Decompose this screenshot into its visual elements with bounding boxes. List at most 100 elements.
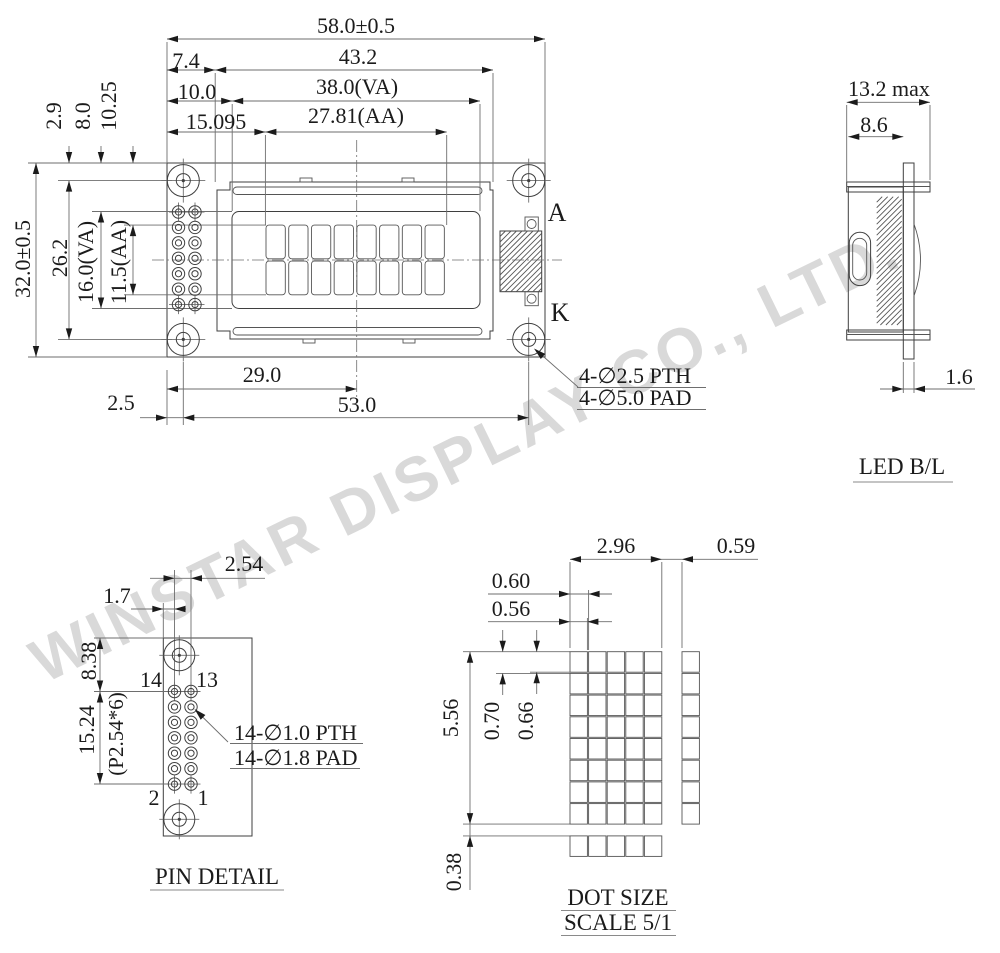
watermark-text: WINSTAR DISPLAY CO., LTD.: [20, 214, 912, 696]
dot-cursor-row: [588, 835, 607, 857]
dim-0-56: 0.56: [492, 596, 531, 621]
pin-hole: [174, 285, 183, 293]
hatch-line: [499, 243, 543, 287]
pin-pad: [167, 684, 182, 699]
hatch-line: [896, 319, 903, 326]
pin-pad: [184, 761, 198, 776]
dot-size-subtitle: SCALE 5/1: [564, 910, 672, 935]
hatch-line: [499, 249, 543, 292]
dot-next-char: [681, 738, 700, 760]
dot: [625, 694, 644, 717]
hole-center-dot: [527, 179, 531, 183]
character-cell: [310, 224, 332, 260]
dim-7-4: 7.4: [172, 48, 200, 73]
dimension-arrow: [892, 133, 904, 140]
dimension-arrow: [65, 328, 73, 340]
pin-hole: [187, 734, 195, 742]
hatch-line: [499, 238, 543, 281]
dot-cursor-row: [625, 835, 644, 857]
dot-cursor-row: [606, 835, 626, 857]
dot: [588, 672, 607, 695]
pin-hole: [187, 703, 195, 711]
dim-11-5-aa: 11.5(AA): [106, 220, 131, 304]
led-lamp-outer: [848, 231, 872, 287]
pin-pad: [167, 731, 182, 745]
hole-note-line2: 4-∅5.0 PAD: [579, 385, 691, 410]
dimension-arrow: [469, 97, 480, 105]
dot: [606, 803, 626, 825]
pin-pad: [167, 700, 182, 714]
dot: [606, 738, 626, 760]
pin-hole: [191, 208, 199, 216]
hatch-line: [876, 237, 903, 264]
dimension-arrow: [435, 128, 447, 136]
dimension-arrow: [96, 773, 104, 784]
dim-0-38: 0.38: [441, 853, 466, 892]
pin-pad: [184, 715, 198, 730]
dimension-arrow: [174, 605, 186, 613]
dim-0-60: 0.60: [492, 568, 531, 593]
dimension-arrow: [97, 211, 105, 223]
dim-pitch-note: (P2.54*6): [104, 692, 128, 775]
dim-8-6: 8.6: [860, 112, 888, 137]
dot: [588, 694, 607, 717]
dot: [569, 672, 588, 695]
dot: [643, 651, 663, 673]
pin-hole: [170, 687, 179, 696]
leader-arrow: [534, 348, 546, 359]
dot-next-char: [681, 694, 700, 717]
pin-hole: [174, 300, 183, 309]
dimension-arrow: [204, 66, 216, 74]
dim-5-56: 5.56: [438, 699, 463, 738]
bezel-tab: [401, 177, 415, 183]
pin-hole: [174, 208, 183, 216]
dimension-arrow: [650, 556, 662, 563]
pin-hole: [170, 749, 179, 757]
character-cell: [265, 260, 286, 296]
dimension-arrow: [482, 66, 493, 74]
pin-pad: [184, 731, 198, 745]
pin-13-label: 13: [196, 667, 218, 692]
pin-hole: [174, 239, 183, 247]
hatch-line: [880, 303, 903, 326]
hole-center-dot: [181, 179, 185, 183]
hatch-line: [876, 253, 903, 280]
dimension-arrow: [499, 673, 506, 685]
hole-center-dot: [527, 337, 531, 341]
front-view-dimensions: 58.0±0.5 7.4 43.2 10.0 38.0(VA) 15.095 2…: [10, 13, 691, 417]
dimension-arrow: [156, 414, 167, 421]
dim-16-va: 16.0(VA): [73, 221, 98, 303]
dim-15-24: 15.24: [74, 705, 99, 755]
hatch-line: [876, 220, 903, 247]
pin-pad: [188, 267, 202, 281]
bezel-tab: [302, 338, 316, 344]
dimension-arrow: [345, 385, 357, 393]
dot-cursor-row: [569, 835, 588, 857]
dimension-arrow: [682, 556, 693, 563]
dimension-arrow: [570, 556, 581, 563]
dim-2-9: 2.9: [41, 102, 66, 130]
dot: [625, 781, 644, 803]
dot: [569, 759, 588, 782]
dim-38-va: 38.0(VA): [316, 74, 398, 99]
dimension-arrow: [167, 66, 178, 74]
mounting-hole-pad: [166, 164, 200, 198]
dimension-arrow: [466, 835, 474, 847]
pin-pad: [171, 205, 186, 219]
led-lens-arc: [913, 223, 921, 297]
text-underlines: [150, 481, 953, 936]
dot: [625, 716, 644, 738]
hatch-line: [876, 297, 903, 324]
dimension-arrow: [167, 97, 178, 105]
dim-53-0: 53.0: [338, 392, 377, 417]
dot: [588, 781, 607, 803]
pin-hole: [174, 223, 183, 232]
mounting-hole-pad: [512, 164, 546, 198]
pin-hole: [191, 270, 199, 278]
pin-pad: [184, 777, 198, 791]
hatch-line: [876, 198, 903, 225]
dimension-arrow: [96, 638, 104, 649]
character-cell: [379, 224, 400, 260]
character-cell: [333, 224, 354, 260]
hatch-line: [876, 196, 894, 214]
